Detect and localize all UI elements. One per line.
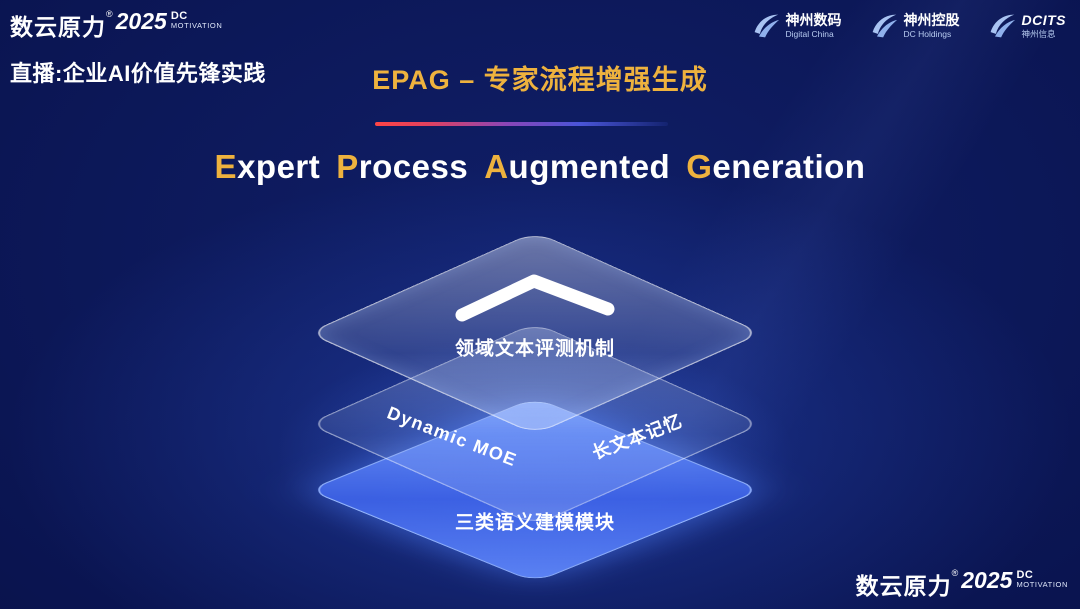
dcits-swoosh-icon [990, 14, 1015, 38]
partner-name: DCITS [1021, 12, 1066, 28]
heading-initial: A [484, 148, 509, 185]
registered-mark: ® [106, 9, 113, 19]
heading-initial: E [214, 148, 238, 185]
brand-subtitle: DC MOTIVATION [171, 11, 223, 30]
brand-logo-top-left: 数云原力 ® 2025 DC MOTIVATION [10, 8, 222, 42]
partner-digital-china: 神州数码 Digital China [752, 12, 842, 40]
chevron-up-icon [455, 274, 615, 322]
brand-sub-line2: MOTIVATION [170, 21, 223, 30]
partner-subtitle: DC Holdings [903, 28, 952, 39]
semantic-layer-label: 三类语义建模模块 [454, 512, 616, 534]
heading-rest: eneration [712, 148, 866, 185]
brand-name: 数云原力 [10, 14, 106, 40]
dc-holdings-swoosh-icon [872, 14, 897, 38]
brand-year: 2025 [961, 567, 1013, 593]
registered-mark: ® [951, 568, 959, 578]
brand-logo-bottom-right: 数云原力 ® 2025 DC MOTIVATION [856, 567, 1068, 601]
title-underline [375, 122, 668, 126]
partner-subtitle: Digital China [785, 28, 834, 39]
brand-year: 2025 [115, 8, 167, 34]
partner-dcits: DCITS 神州信息 [988, 12, 1067, 40]
brand-sub-line2: MOTIVATION [1016, 580, 1068, 589]
heading-word: Generation [686, 148, 865, 185]
partner-dc-holdings: 神州控股 DC Holdings [870, 12, 960, 40]
partner-text: 神州控股 DC Holdings [904, 12, 960, 39]
brand-name: 数云原力 [855, 573, 952, 599]
main-heading: Expert Process Augmented Generation [0, 148, 1080, 186]
digital-china-swoosh-icon [754, 14, 779, 38]
partner-subtitle: 神州信息 [1021, 28, 1056, 39]
heading-rest: rocess [358, 148, 469, 185]
partner-name: 神州控股 [903, 12, 960, 28]
heading-word: Expert [215, 148, 321, 185]
brand-sub-line1: DC [170, 10, 188, 22]
partner-name: 神州数码 [785, 12, 842, 28]
heading-initial: G [686, 148, 713, 185]
partner-text: DCITS 神州信息 [1022, 12, 1067, 39]
partner-text: 神州数码 Digital China [786, 12, 842, 39]
heading-word: Process [336, 148, 468, 185]
brand-sub-line1: DC [1016, 569, 1034, 581]
heading-word: Augmented [484, 148, 670, 185]
brand-subtitle: DC MOTIVATION [1016, 570, 1068, 589]
evaluation-layer-label: 领域文本评测机制 [454, 338, 616, 360]
page-title: EPAG – 专家流程增强生成 [372, 65, 708, 95]
heading-initial: P [336, 148, 359, 185]
heading-rest: xpert [237, 148, 321, 185]
heading-rest: ugmented [508, 148, 671, 185]
partner-logos: 神州数码 Digital China 神州控股 DC Holdings DCIT… [752, 12, 1067, 40]
live-stream-label: 直播:企业AI价值先锋实践 [10, 61, 266, 86]
